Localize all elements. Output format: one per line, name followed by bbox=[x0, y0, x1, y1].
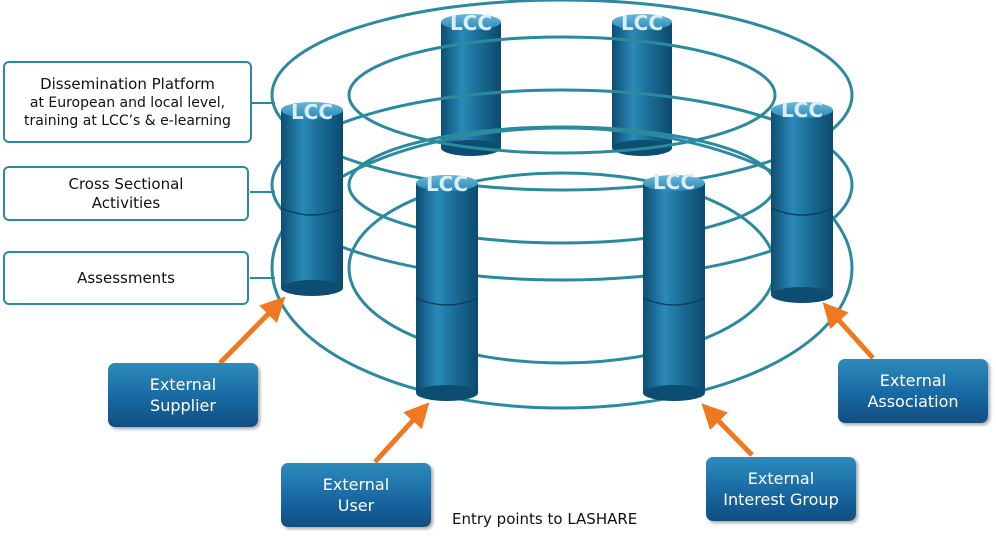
layer-line: Assessments bbox=[77, 268, 175, 287]
lcc-cylinder-left bbox=[280, 102, 344, 296]
layer-line: Cross Sectional bbox=[68, 174, 184, 193]
arrow-supplier bbox=[218, 296, 286, 365]
layer-title: Dissemination Platform bbox=[40, 74, 215, 93]
layer-label-assessments: Assessments bbox=[3, 251, 249, 305]
layer-line: Activities bbox=[91, 193, 161, 212]
external-association-box: External Association bbox=[838, 359, 988, 423]
lcc-cylinder-right bbox=[770, 102, 834, 303]
lcc-label-right: LCC bbox=[781, 98, 823, 122]
rings bbox=[270, 0, 854, 410]
ring-mid-outer bbox=[270, 88, 854, 282]
arrow-association bbox=[822, 302, 875, 360]
external-user-box: External User bbox=[281, 463, 431, 527]
layer-label-dissemination: Dissemination Platform at European and l… bbox=[3, 61, 252, 143]
layer-subline: at European and local level, bbox=[29, 94, 226, 111]
ring-mid-inner bbox=[347, 125, 777, 245]
external-supplier-label: External Supplier bbox=[149, 375, 217, 415]
ring-top-outer bbox=[270, 0, 854, 192]
lcc-label-back-left: LCC bbox=[450, 11, 492, 35]
layer-subline: training at LCC’s & e-learning bbox=[24, 112, 231, 129]
arrow-user bbox=[373, 402, 430, 464]
external-interest-group-box: External Interest Group bbox=[706, 457, 856, 521]
external-user-label: External User bbox=[322, 475, 390, 515]
arrow-interest-group bbox=[701, 403, 754, 457]
external-supplier-box: External Supplier bbox=[108, 363, 258, 427]
lcc-cylinder-front-left bbox=[415, 175, 479, 401]
lcc-label-back-right: LCC bbox=[621, 11, 663, 35]
lcc-cylinder-front-right bbox=[642, 175, 706, 401]
external-association-label: External Association bbox=[867, 371, 959, 411]
diagram-caption: Entry points to LASHARE bbox=[452, 510, 638, 528]
layer-label-cross-sectional: Cross Sectional Activities bbox=[3, 166, 249, 221]
ring-top-inner bbox=[347, 35, 777, 155]
lcc-label-front-left: LCC bbox=[426, 172, 468, 196]
lcc-label-front-right: LCC bbox=[653, 170, 695, 194]
external-interest-group-label: External Interest Group bbox=[723, 469, 839, 509]
ring-bot-outer bbox=[270, 126, 854, 410]
lcc-label-left: LCC bbox=[291, 100, 333, 124]
